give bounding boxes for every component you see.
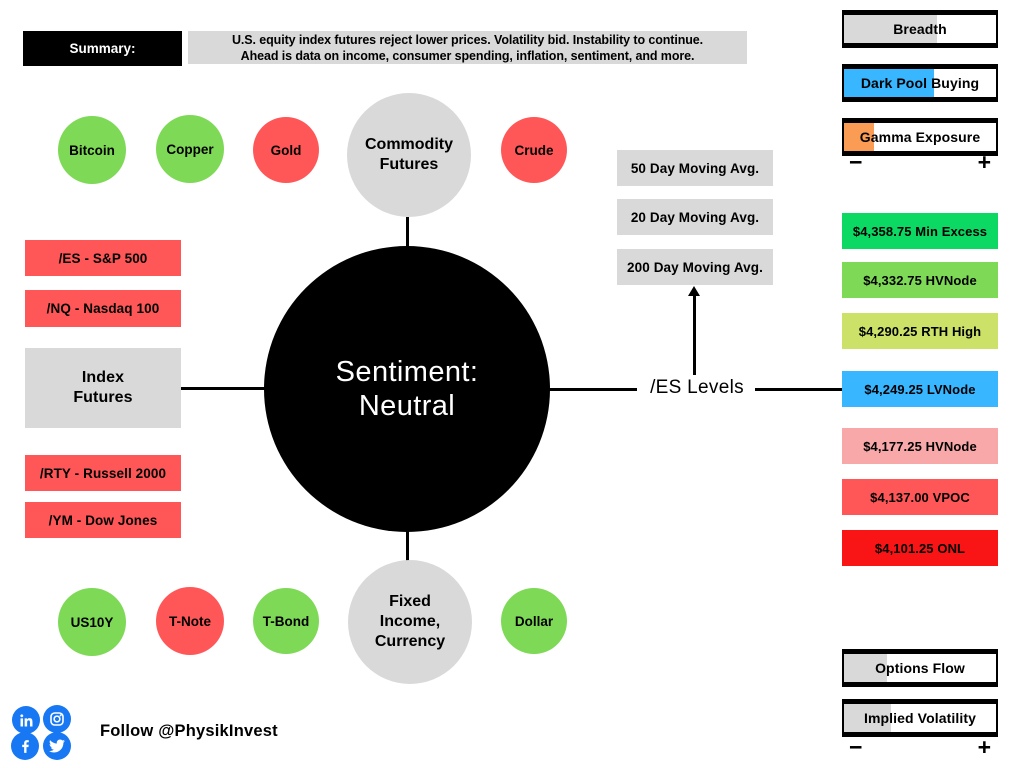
gauge-options-flow: Options Flow bbox=[842, 649, 998, 687]
sentiment-line-1: Sentiment: bbox=[335, 355, 479, 388]
box-es-sp500: /ES - S&P 500 bbox=[25, 240, 181, 276]
box-50-day-ma: 50 Day Moving Avg. bbox=[617, 150, 773, 186]
level-min-excess: $4,358.75 Min Excess bbox=[842, 213, 998, 249]
circle-tbond-label: T-Bond bbox=[262, 613, 310, 629]
circle-us10y: US10Y bbox=[58, 588, 126, 656]
box-rty-russell: /RTY - Russell 2000 bbox=[25, 455, 181, 491]
twitter-icon[interactable] bbox=[43, 732, 71, 760]
gauge-scale-bottom: − + bbox=[842, 733, 998, 760]
es-levels-label: /ES Levels bbox=[650, 377, 744, 398]
connector-es-levels-to-lvnode bbox=[755, 388, 843, 391]
circle-us10y-label: US10Y bbox=[70, 614, 114, 630]
level-lvnode: $4,249.25 LVNode bbox=[842, 371, 998, 407]
circle-copper-label: Copper bbox=[166, 141, 214, 157]
fixed-income-hub-label: Fixed Income, Currency bbox=[374, 593, 446, 650]
level-vpoc-label: $4,137.00 VPOC bbox=[870, 489, 970, 505]
sentiment-line-2: Neutral bbox=[358, 390, 456, 422]
summary-text: U.S. equity index futures reject lower p… bbox=[188, 31, 747, 64]
gauge-options-flow-label: Options Flow bbox=[875, 660, 965, 676]
gauge-scale-top: − + bbox=[842, 148, 998, 175]
box-nq-nasdaq: /NQ - Nasdaq 100 bbox=[25, 290, 181, 327]
gauge-implied-volatility-fill bbox=[844, 704, 892, 732]
index-futures-hub-label: Index Futures bbox=[73, 369, 133, 406]
circle-tbond: T-Bond bbox=[253, 588, 319, 654]
connector-center-to-fixed-income bbox=[406, 531, 409, 561]
level-onl: $4,101.25 ONL bbox=[842, 530, 998, 566]
box-nq-nasdaq-label: /NQ - Nasdaq 100 bbox=[46, 301, 160, 316]
circle-gold: Gold bbox=[253, 117, 319, 183]
level-rth-high: $4,290.25 RTH High bbox=[842, 313, 998, 349]
gauge-dark-pool-buying: Dark Pool Buying bbox=[842, 64, 998, 102]
summary-line-2: Ahead is data on income, consumer spendi… bbox=[240, 48, 695, 63]
box-50-day-ma-label: 50 Day Moving Avg. bbox=[630, 160, 760, 176]
level-hvnode-high-label: $4,332.75 HVNode bbox=[863, 272, 977, 288]
gauge-breadth-fill bbox=[844, 15, 937, 43]
connector-commodity-to-center bbox=[406, 217, 409, 247]
box-ym-dow: /YM - Dow Jones bbox=[25, 502, 181, 538]
level-lvnode-label: $4,249.25 LVNode bbox=[864, 381, 976, 397]
gauge-breadth-label: Breadth bbox=[893, 21, 947, 37]
circle-crude-label: Crude bbox=[514, 142, 554, 158]
box-20-day-ma: 20 Day Moving Avg. bbox=[617, 199, 773, 235]
circle-dollar: Dollar bbox=[501, 588, 567, 654]
linkedin-icon[interactable] bbox=[12, 706, 40, 734]
circle-bitcoin: Bitcoin bbox=[58, 116, 126, 184]
gauge-gamma-exposure: Gamma Exposure bbox=[842, 118, 998, 156]
commodity-futures-hub: Commodity Futures bbox=[347, 93, 471, 217]
level-min-excess-label: $4,358.75 Min Excess bbox=[852, 223, 988, 239]
gauge-options-flow-fill bbox=[844, 654, 887, 682]
fixed-income-hub: Fixed Income, Currency bbox=[348, 560, 472, 684]
box-rty-russell-label: /RTY - Russell 2000 bbox=[39, 465, 167, 481]
commodity-futures-hub-label: Commodity Futures bbox=[365, 136, 453, 173]
plus-sign: + bbox=[977, 148, 991, 175]
circle-bitcoin-label: Bitcoin bbox=[69, 142, 115, 158]
box-200-day-ma-label: 200 Day Moving Avg. bbox=[627, 259, 763, 275]
gauge-breadth: Breadth bbox=[842, 10, 998, 48]
circle-crude: Crude bbox=[501, 117, 567, 183]
minus-sign: − bbox=[849, 148, 863, 175]
gauge-implied-volatility: Implied Volatility bbox=[842, 699, 998, 737]
circle-tnote: T-Note bbox=[156, 587, 224, 655]
circle-copper: Copper bbox=[156, 115, 224, 183]
gauge-dark-pool-buying-fill bbox=[844, 69, 934, 97]
connector-index-to-center bbox=[181, 387, 266, 390]
plus-sign: + bbox=[977, 733, 991, 760]
connector-center-to-es-levels bbox=[549, 388, 637, 391]
index-futures-hub: Index Futures bbox=[25, 348, 181, 428]
circle-dollar-label: Dollar bbox=[514, 613, 554, 629]
gauge-dark-pool-buying-label: Dark Pool Buying bbox=[860, 75, 980, 91]
level-hvnode-high: $4,332.75 HVNode bbox=[842, 262, 998, 298]
box-ym-dow-label: /YM - Dow Jones bbox=[48, 512, 158, 528]
level-hvnode-low-label: $4,177.25 HVNode bbox=[863, 438, 977, 454]
level-vpoc: $4,137.00 VPOC bbox=[842, 479, 998, 515]
sentiment-circle: Sentiment: Neutral bbox=[264, 246, 550, 532]
follow-handle-text: Follow @PhysikInvest bbox=[100, 722, 278, 740]
minus-sign: − bbox=[849, 733, 863, 760]
arrow-shaft-es-levels-to-moving-avg bbox=[693, 295, 696, 375]
facebook-icon[interactable] bbox=[11, 732, 39, 760]
box-20-day-ma-label: 20 Day Moving Avg. bbox=[630, 209, 760, 225]
box-es-sp500-label: /ES - S&P 500 bbox=[58, 250, 148, 266]
level-rth-high-label: $4,290.25 RTH High bbox=[858, 323, 982, 339]
box-200-day-ma: 200 Day Moving Avg. bbox=[617, 249, 773, 285]
instagram-icon[interactable] bbox=[43, 705, 71, 733]
arrow-head-icon bbox=[688, 286, 700, 296]
circle-tnote-label: T-Note bbox=[169, 613, 211, 629]
circle-gold-label: Gold bbox=[270, 142, 302, 158]
level-onl-label: $4,101.25 ONL bbox=[874, 540, 966, 556]
gauge-gamma-exposure-fill bbox=[844, 123, 875, 151]
gauge-implied-volatility-label: Implied Volatility bbox=[863, 710, 976, 726]
summary-line-1: U.S. equity index futures reject lower p… bbox=[231, 32, 704, 47]
gauge-gamma-exposure-label: Gamma Exposure bbox=[859, 129, 981, 145]
level-hvnode-low: $4,177.25 HVNode bbox=[842, 428, 998, 464]
summary-label: Summary: bbox=[23, 31, 182, 66]
